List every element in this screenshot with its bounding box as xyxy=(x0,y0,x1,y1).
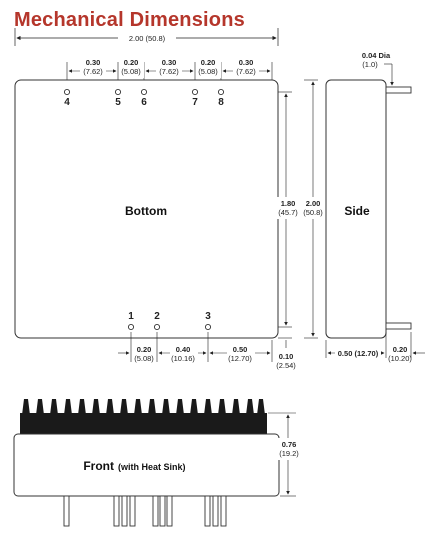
spacing-1-mm: (7.62) xyxy=(83,67,103,76)
pin-1-hole xyxy=(127,323,135,331)
spacing-3-in: 0.30 xyxy=(162,58,177,67)
bottom-spacing-3-mm: (12.70) xyxy=(228,354,252,363)
pin-row-height-in: 1.80 xyxy=(281,199,296,208)
top-pin-spacing-dimensions: 0.30 (7.62) 0.20 (5.08) 0.30 (7.62) 0.20… xyxy=(66,58,273,90)
spacing-3-mm: (7.62) xyxy=(159,67,179,76)
bottom-spacing-3-in: 0.50 xyxy=(233,345,248,354)
spacing-4-mm: (5.08) xyxy=(198,67,218,76)
pin-dia-mm: (1.0) xyxy=(362,60,378,69)
pin-row-height-mm: (45.7) xyxy=(278,208,298,217)
overall-width-dimension: 2.00 (50.8) xyxy=(14,28,279,46)
spacing-5-mm: (7.62) xyxy=(236,67,256,76)
module-body xyxy=(13,433,280,497)
overall-width-label: 2.00 (50.8) xyxy=(129,34,166,43)
overall-height-mm: (50.8) xyxy=(303,208,323,217)
side-view-label: Side xyxy=(344,204,370,218)
spacing-5-in: 0.30 xyxy=(239,58,254,67)
side-pin-top xyxy=(385,86,412,94)
spacing-4-in: 0.20 xyxy=(201,58,216,67)
bottom-spacing-1-in: 0.20 xyxy=(137,345,152,354)
heat-sink-base xyxy=(20,413,267,437)
bottom-spacing-2-in: 0.40 xyxy=(176,345,191,354)
front-view: Front (with Heat Sink) 0.76 (19.2) xyxy=(13,399,302,527)
heat-sink-fins xyxy=(22,399,265,415)
pin-dia-label: 0.04 Dia xyxy=(362,51,391,60)
side-depth-label: 0.50 (12.70) xyxy=(338,349,379,358)
pin-4-hole xyxy=(63,88,71,96)
edge-offset-in: 0.10 xyxy=(279,352,294,361)
pin-1-label: 1 xyxy=(128,311,134,322)
pin-length-mm: (10.20) xyxy=(388,354,412,363)
pin-8-hole xyxy=(217,88,225,96)
edge-offset-mm: (2.54) xyxy=(276,361,296,370)
pin-3-hole xyxy=(204,323,212,331)
bottom-spacing-1-mm: (5.08) xyxy=(134,354,154,363)
pin-5-label: 5 xyxy=(115,97,121,108)
page-title: Mechanical Dimensions xyxy=(14,9,245,31)
pin-2-hole xyxy=(153,323,161,331)
front-height-in: 0.76 xyxy=(282,440,297,449)
spacing-2-in: 0.20 xyxy=(124,58,139,67)
pin-6-label: 6 xyxy=(141,97,147,108)
front-view-note: (with Heat Sink) xyxy=(118,462,186,472)
pin-5-hole xyxy=(114,88,122,96)
spacing-1-in: 0.30 xyxy=(86,58,101,67)
pin-7-label: 7 xyxy=(192,97,198,108)
pin-2-label: 2 xyxy=(154,311,160,322)
height-dimensions: 1.80 (45.7) 2.00 (50.8) 0.10 (2.54) xyxy=(276,79,325,370)
overall-height-in: 2.00 xyxy=(306,199,321,208)
front-pins xyxy=(63,495,227,527)
bottom-spacing-2-mm: (10.16) xyxy=(171,354,195,363)
pin-length-in: 0.20 xyxy=(393,345,408,354)
side-pin-bottom xyxy=(385,322,412,330)
bottom-pin-spacing-dimensions: 0.20 (5.08) 0.40 (10.16) 0.50 (12.70) xyxy=(118,332,273,363)
spacing-2-mm: (5.08) xyxy=(121,67,141,76)
bottom-view: 4 5 6 7 8 Bottom 1 2 3 xyxy=(14,79,279,339)
front-height-mm: (19.2) xyxy=(279,449,299,458)
bottom-view-label: Bottom xyxy=(125,204,167,218)
side-view: Side 0.04 Dia (1.0) 0.50 (12.70) 0.20 (1… xyxy=(325,51,425,363)
pin-8-label: 8 xyxy=(218,97,224,108)
pin-4-label: 4 xyxy=(64,97,70,108)
front-view-label: Front xyxy=(83,459,114,473)
pin-7-hole xyxy=(191,88,199,96)
pin-6-hole xyxy=(140,88,148,96)
pin-3-label: 3 xyxy=(205,311,211,322)
